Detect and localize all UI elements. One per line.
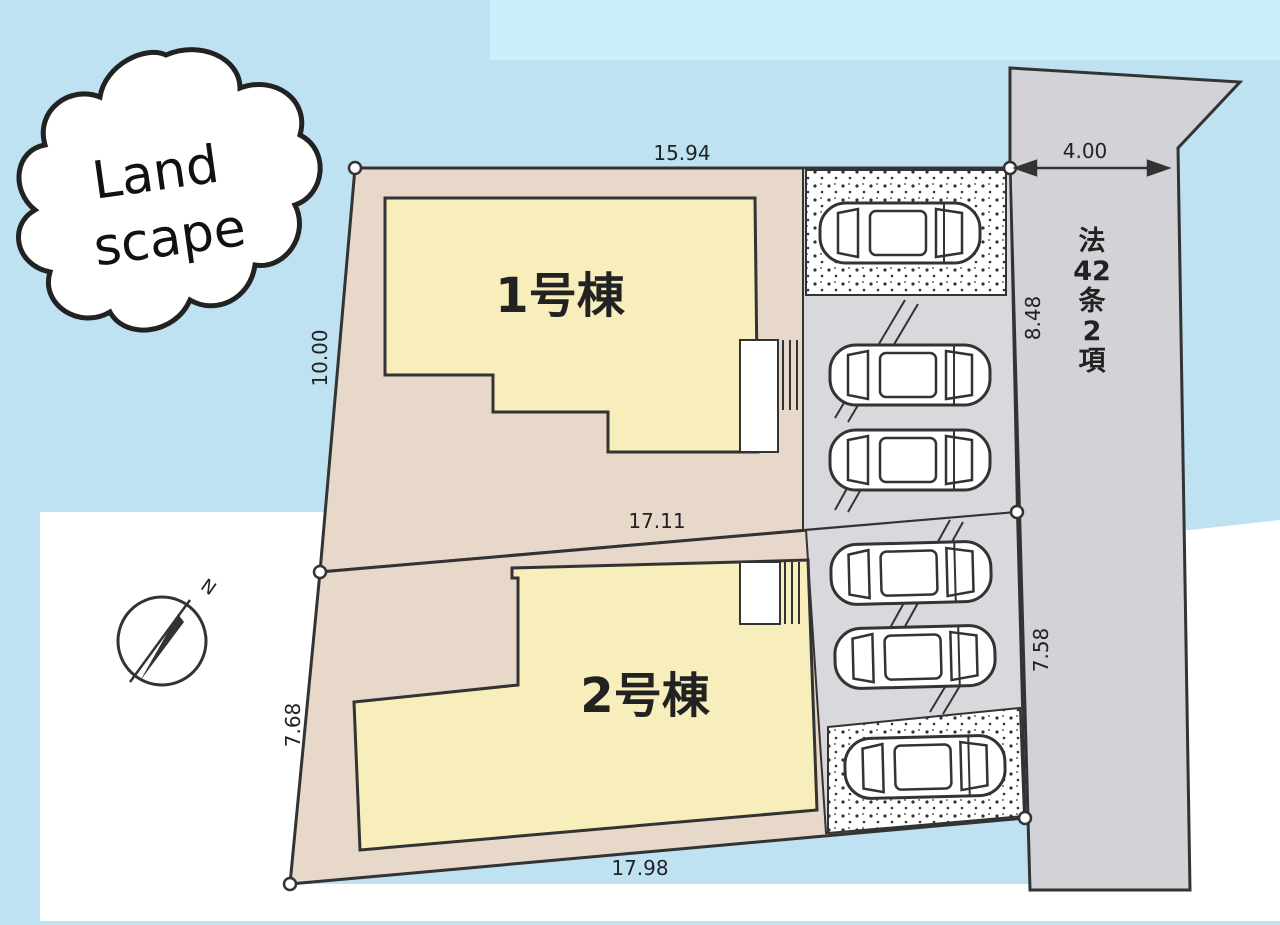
dimension-top: 15.94	[653, 141, 710, 165]
building-1	[383, 196, 760, 454]
road-label-char: 42	[1073, 256, 1111, 287]
building-1-label: 1号棟	[495, 268, 625, 324]
entrance-steps-1	[739, 339, 798, 453]
road-width-arrow	[1012, 159, 1172, 177]
compass-icon	[116, 595, 208, 687]
road-label: 法 42 条 2 項	[1073, 226, 1111, 377]
dimension-middle: 17.11	[628, 509, 685, 533]
sky-highlight	[490, 0, 1280, 60]
lot-corner-markers	[282, 160, 1033, 892]
dimension-right-upper: 8.48	[1021, 296, 1045, 341]
landscape-logo: Land scape	[16, 47, 323, 333]
dimension-right-lower: 7.58	[1029, 628, 1053, 673]
road-label-char: 法	[1079, 226, 1106, 257]
car-icon	[828, 428, 992, 492]
car-icon	[828, 343, 992, 407]
road-label-char: 2	[1083, 316, 1102, 347]
road-label-char: 条	[1079, 286, 1107, 317]
car-icon	[818, 201, 982, 265]
dimension-left-upper: 10.00	[308, 329, 332, 386]
dimension-bottom: 17.98	[611, 856, 668, 880]
dimension-left-lower: 7.68	[281, 703, 305, 748]
car-icon	[828, 539, 994, 607]
building-2	[352, 558, 819, 852]
dimension-road-width: 4.00	[1063, 139, 1108, 163]
entrance-steps-2	[739, 561, 800, 625]
road-label-char: 項	[1079, 346, 1107, 377]
car-icon	[842, 733, 1008, 801]
building-2-label: 2号棟	[580, 668, 710, 724]
car-icon	[832, 623, 998, 691]
